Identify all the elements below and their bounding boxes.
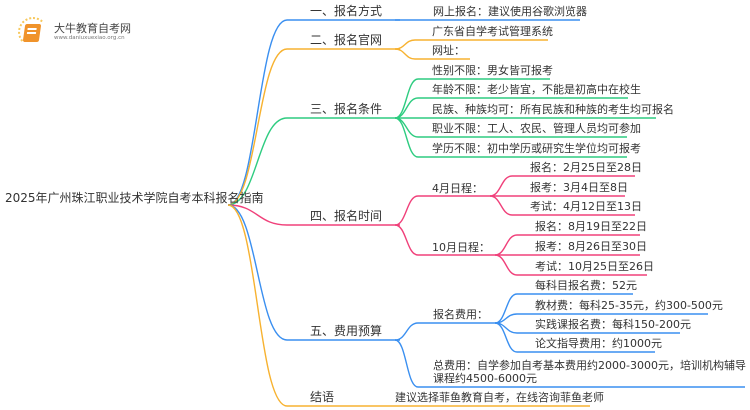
connector-line xyxy=(394,339,745,388)
connector-line xyxy=(227,204,590,407)
connector-line xyxy=(494,322,655,353)
connector-line xyxy=(394,78,550,119)
leaf[interactable]: 报名：8月19日至22日 xyxy=(535,220,647,233)
leaf[interactable]: 网址： xyxy=(432,44,465,57)
branch-website[interactable]: 二、报名官网 xyxy=(310,33,383,47)
leaf[interactable]: 学历不限：初中学历或研究生学位均可报考 xyxy=(432,142,641,155)
total-fees[interactable]: 总费用：自学参加自考基本费用约2000-3000元，培训机构辅导课程约4500-… xyxy=(433,359,746,385)
april-schedule[interactable]: 4月日程： xyxy=(432,182,483,195)
logo-title: 大牛教育自考网 xyxy=(54,22,131,35)
leaf[interactable]: 考试：4月12日至13日 xyxy=(530,200,642,213)
leaf[interactable]: 报名：2月25日至28日 xyxy=(530,161,642,174)
connector-line xyxy=(489,175,635,197)
connector-line xyxy=(394,97,628,119)
registration-fees[interactable]: 报名费用： xyxy=(433,308,488,321)
leaf[interactable]: 每科目报名费：52元 xyxy=(535,279,637,292)
leaf[interactable]: 教材费：每科25-35元，约300-500元 xyxy=(535,299,723,312)
connector-line xyxy=(394,48,470,60)
connector-line xyxy=(489,195,635,216)
leaf[interactable]: 实践课报名费：每科150-200元 xyxy=(535,318,691,331)
leaf[interactable]: 职业不限：工人、农民、管理人员均可参加 xyxy=(432,122,641,135)
connector-line xyxy=(394,195,490,226)
logo-dots-icon xyxy=(18,17,48,47)
leaf[interactable]: 民族、种族均可：所有民族和种族的考生均可报名 xyxy=(432,103,674,116)
leaf[interactable]: 报考：3月4日至8日 xyxy=(530,181,628,194)
connector-line xyxy=(394,39,548,50)
october-schedule[interactable]: 10月日程： xyxy=(432,241,490,254)
leaf[interactable]: 论文指导费用：约1000元 xyxy=(535,337,662,350)
connector-line xyxy=(394,117,627,158)
connector-line xyxy=(227,117,400,206)
branch-conclusion[interactable]: 结语 xyxy=(310,390,335,404)
leaf[interactable]: 广东省自学考试管理系统 xyxy=(432,25,553,38)
logo-url: www.daniuxuexiao.org.cn xyxy=(54,35,125,41)
leaf[interactable]: 考试：10月25日至26日 xyxy=(535,260,654,273)
root-node[interactable]: 2025年广州珠江职业技术学院自考本科报名指南 xyxy=(5,191,264,205)
leaf[interactable]: 网上报名：建议使用谷歌浏览器 xyxy=(433,5,587,18)
connector-line xyxy=(227,204,400,226)
leaf[interactable]: 性别不限：男女皆可报考 xyxy=(432,64,553,77)
leaf[interactable]: 建议选择菲鱼教育自考，在线咨询菲鱼老师 xyxy=(395,391,604,404)
branch-time[interactable]: 四、报名时间 xyxy=(310,209,383,223)
connector-line xyxy=(227,48,400,206)
connector-line xyxy=(394,322,495,341)
connector-line xyxy=(494,254,647,276)
connector-line xyxy=(494,234,640,256)
connector-line xyxy=(227,19,400,206)
connector-line xyxy=(227,204,400,341)
connector-line xyxy=(394,224,495,256)
branch-conditions[interactable]: 三、报名条件 xyxy=(310,102,383,116)
branch-method[interactable]: 一、报名方式 xyxy=(310,4,383,18)
leaf[interactable]: 报考：8月26日至30日 xyxy=(535,240,647,253)
book-icon xyxy=(22,24,42,42)
leaf[interactable]: 年龄不限：老少皆宜，不能是初高中在校生 xyxy=(432,83,641,96)
branch-fees[interactable]: 五、费用预算 xyxy=(310,324,383,338)
